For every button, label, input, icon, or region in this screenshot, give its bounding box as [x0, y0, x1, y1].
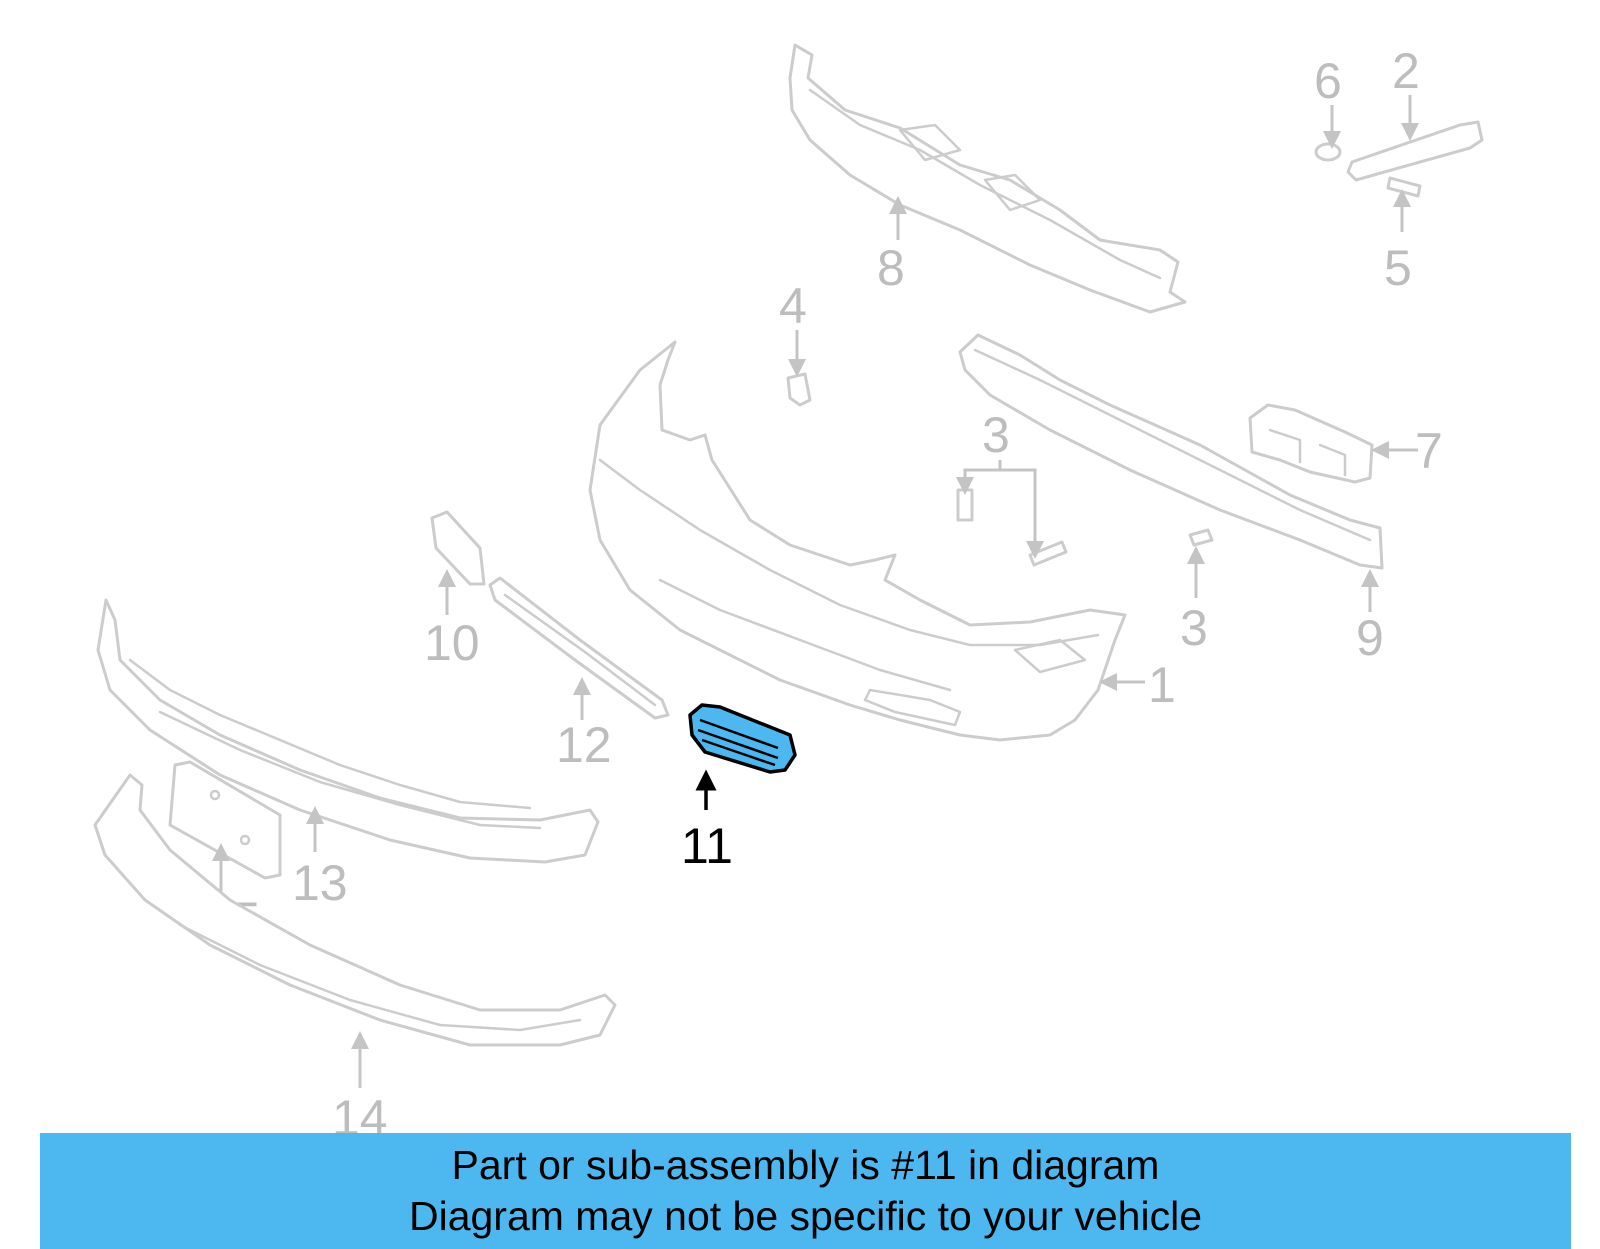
part-4-retainer [786, 372, 812, 407]
part-9-reinforcement [958, 333, 1384, 570]
callout-6: 6 [1314, 53, 1342, 109]
part-5-bolt [1386, 176, 1422, 198]
callout-2: 2 [1392, 43, 1420, 99]
part-3-bolts [956, 488, 1214, 567]
part-10-insert [430, 510, 486, 586]
part-11-grille-highlighted [688, 703, 797, 774]
callout-10: 10 [424, 615, 480, 671]
callout-1: 1 [1148, 657, 1176, 713]
part-15-plate-bracket [168, 760, 282, 880]
part-14-lower-lip [93, 773, 617, 1047]
info-banner: Part or sub-assembly is #11 in diagram D… [40, 1133, 1571, 1249]
callout-4: 4 [779, 278, 807, 334]
callout-12: 12 [556, 717, 612, 773]
callout-3-top: 3 [982, 407, 1010, 463]
callout-5: 5 [1384, 240, 1412, 296]
part-7-side-bracket [1248, 403, 1374, 484]
callout-3-bottom: 3 [1180, 600, 1208, 656]
part-13-valance [96, 598, 600, 864]
part-6-clip [1314, 142, 1342, 162]
callout-11: 11 [681, 818, 733, 874]
callout-13: 13 [292, 855, 348, 911]
part-2-bracket [1346, 120, 1484, 182]
callout-8: 8 [877, 240, 905, 296]
part-12-moulding [488, 576, 670, 720]
banner-line-2: Diagram may not be specific to your vehi… [408, 1193, 1202, 1239]
callout-9: 9 [1356, 610, 1384, 666]
callout-7: 7 [1415, 423, 1443, 479]
banner-line-1: Part or sub-assembly is #11 in diagram [451, 1142, 1160, 1188]
part-1-bumper-cover [588, 340, 1127, 742]
part-8-absorber [788, 43, 1187, 314]
